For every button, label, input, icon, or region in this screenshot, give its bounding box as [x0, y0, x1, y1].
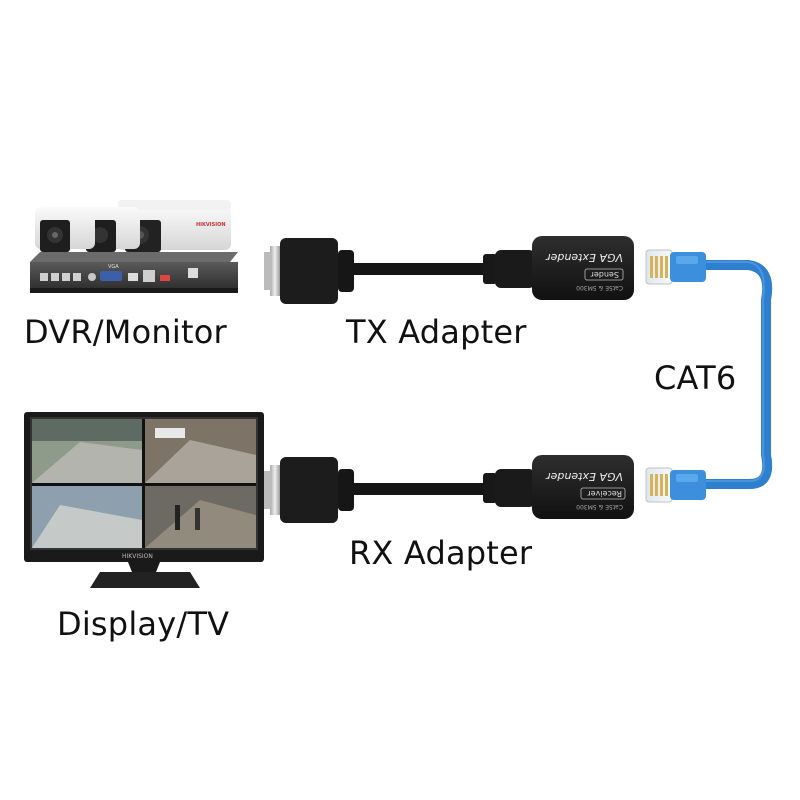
camera-brand: HIKVISION: [196, 222, 226, 228]
bullet-cameras: HIKVISION: [35, 200, 231, 252]
tx-role-text: Sender: [590, 270, 619, 279]
rx-adapter: Cat5E & 5M300 Receiver VGA Extender: [264, 455, 634, 523]
nvr-recorder: VGA: [30, 252, 238, 293]
label-cat6: CAT6: [654, 359, 737, 397]
rx-model-text: VGA Extender: [545, 470, 623, 483]
rx-role-text: Receiver: [587, 489, 622, 498]
monitor-brand: HIKVISION: [122, 553, 153, 560]
rx-vga-plug: [270, 465, 280, 515]
tx-model-text: VGA Extender: [545, 251, 623, 264]
tx-small-text: Cat5E & 5M300: [576, 284, 623, 291]
label-rx-adapter: RX Adapter: [349, 534, 533, 572]
label-dvr-monitor: DVR/Monitor: [24, 313, 227, 351]
rx-extender-box: [532, 455, 634, 519]
rx-small-text: Cat5E & 5M300: [576, 503, 623, 510]
tx-adapter: Cat5E & 5M300 Sender VGA Extender: [264, 236, 634, 304]
rj45-plug-bottom: [645, 467, 706, 503]
cat6-cable: [700, 260, 773, 489]
cat6-cable-line: [700, 260, 773, 489]
label-tx-adapter: TX Adapter: [346, 313, 527, 351]
monitor-display: HIKVISION: [24, 412, 264, 588]
tx-vga-plug: [270, 246, 280, 296]
nvr-port-label: VGA: [108, 264, 119, 270]
rj45-plug-top: [645, 249, 706, 285]
label-display-tv: Display/TV: [57, 605, 230, 643]
tx-extender-box: [532, 236, 634, 300]
